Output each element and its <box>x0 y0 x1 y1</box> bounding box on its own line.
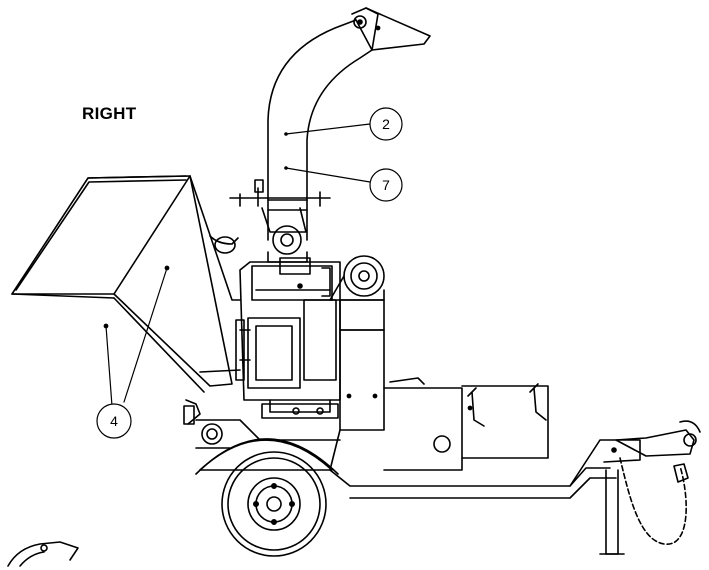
engine-pulley <box>330 256 384 330</box>
infeed-hopper <box>12 176 240 424</box>
partial-detail-bottom-left <box>8 542 78 566</box>
engine <box>236 258 340 418</box>
leader-lines <box>106 124 370 406</box>
trailer-chassis <box>200 421 700 554</box>
callout-7-number: 7 <box>382 177 390 193</box>
wheel-assembly <box>196 439 338 556</box>
view-label: RIGHT <box>82 104 137 123</box>
callout-4-number: 4 <box>110 413 118 429</box>
discharge-chute <box>230 8 430 262</box>
callout-2-number: 2 <box>382 116 390 132</box>
callout-4: 4 <box>97 404 131 438</box>
callout-7: 7 <box>370 169 402 201</box>
callout-2: 2 <box>370 108 402 140</box>
frame-cabinet <box>196 330 548 470</box>
